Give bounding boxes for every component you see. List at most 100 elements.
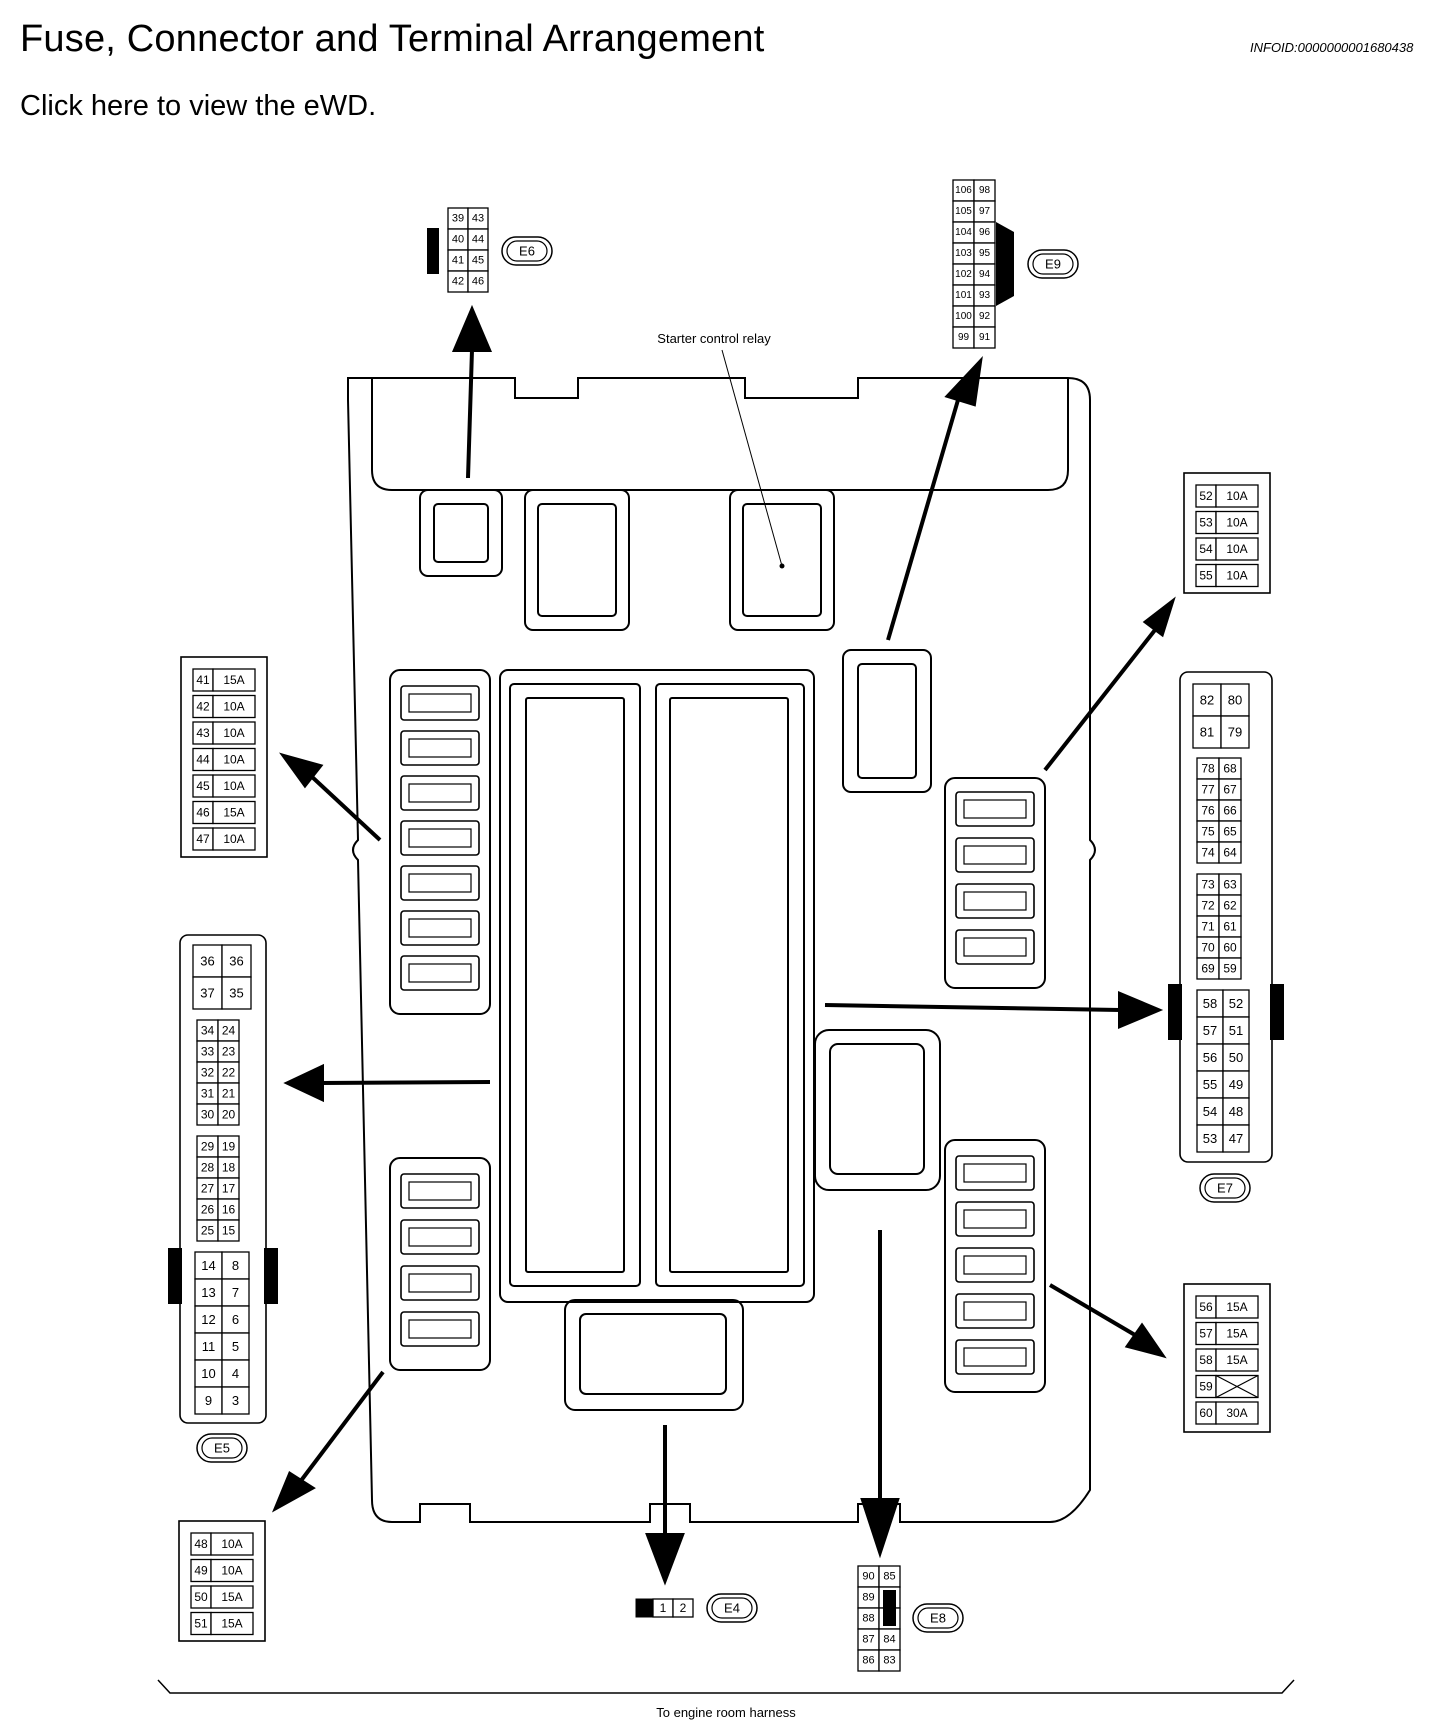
e7-pin-cell <box>1222 1097 1250 1126</box>
fuse-table-48-51-fuse-rating-cell <box>210 1611 254 1636</box>
e5-pin: 18 <box>222 1161 236 1175</box>
e9-pin: 101 <box>955 290 972 301</box>
e7-id: E7 <box>1217 1181 1233 1196</box>
fuse-table-48-51-fuse-number: 49 <box>194 1564 208 1578</box>
e7-pin: 51 <box>1229 1023 1243 1038</box>
e5-pin: 20 <box>222 1108 236 1122</box>
fuse-table-41-47-fuse-rating: 10A <box>223 779 244 793</box>
e7-pin-cell <box>1220 715 1250 749</box>
fuse-slot <box>955 1155 1035 1191</box>
fuse-slot <box>955 1293 1035 1329</box>
fuse-table-41-47-fuse-rating-cell <box>212 721 256 745</box>
e9-pin: 97 <box>979 206 991 217</box>
fuse-table-41-47-fuse-rating-cell <box>212 827 256 851</box>
harness-brace <box>157 1679 1295 1694</box>
e9-pin: 103 <box>955 248 972 259</box>
fuse-table-41-47-fuse-rating: 10A <box>223 700 244 714</box>
fuse-slot-inner <box>963 845 1027 865</box>
fuse-slot-inner <box>408 828 472 848</box>
fuse-table-41-47-fuse-rating: 10A <box>223 726 244 740</box>
fuse-table-52-55-fuse-rating-cell <box>1215 510 1259 535</box>
arrow-head-fuse-52-55 <box>1142 596 1176 638</box>
e6-pin: 41 <box>452 255 464 267</box>
fuse-slot <box>955 1247 1035 1283</box>
fuse-table-52-55-fuse-rating: 10A <box>1226 516 1247 530</box>
fuse-slot-inner <box>408 963 472 983</box>
e6-pin: 44 <box>472 234 484 246</box>
ewd-link[interactable]: Click here to view the eWD. <box>20 90 377 122</box>
e7-pin: 68 <box>1223 762 1237 776</box>
fuse-slot-inner <box>963 1163 1027 1183</box>
fuse-table-52-55-fuse-rating-cell <box>1215 537 1259 561</box>
fuse-slot <box>400 1173 480 1209</box>
e7-pin: 79 <box>1228 725 1242 740</box>
e5-pin: 7 <box>232 1285 239 1300</box>
e5-pin: 36 <box>200 954 214 969</box>
e5-pin-cell <box>217 1103 240 1126</box>
e7-pin-cell <box>1222 1043 1250 1072</box>
e8-pin: 90 <box>862 1571 874 1583</box>
e7-pin: 64 <box>1223 846 1237 860</box>
fuse-table-56-60-fuse-rating: 15A <box>1226 1300 1247 1314</box>
e5-badge-inner <box>201 1437 243 1459</box>
page-title: Fuse, Connector and Terminal Arrangement <box>20 18 765 60</box>
e7-pin: 58 <box>1203 996 1217 1011</box>
fuse-slot-inner <box>963 1347 1027 1367</box>
e9-key <box>996 222 1014 306</box>
fuse-table-41-47-fuse-rating-cell <box>212 747 256 772</box>
e6-pin-cell <box>467 270 489 293</box>
e7-pin: 49 <box>1229 1077 1243 1092</box>
arrow-to-fuse-41-47 <box>308 773 382 842</box>
fuse-box-body <box>347 377 1096 1523</box>
e4-badge-outer <box>706 1593 758 1623</box>
fuse-table-41-47-fuse-rating-cell <box>212 694 256 719</box>
fuse-slot <box>955 883 1035 919</box>
arrow-head-e7 <box>1118 990 1164 1030</box>
fuse-table-56-60-fuse-rating-cell <box>1215 1348 1259 1372</box>
fuse-slot <box>400 910 480 946</box>
e7-pin: 81 <box>1200 725 1214 740</box>
e7-latch-left <box>1168 984 1182 1040</box>
fuse-table-41-47-fuse-rating-cell <box>212 774 256 798</box>
e9-pin: 104 <box>955 227 972 238</box>
fuse-table-48-51-fuse-number: 48 <box>194 1537 208 1551</box>
fuse-table-52-55-fuse-rating: 10A <box>1226 569 1247 583</box>
e5-pin: 33 <box>201 1045 215 1059</box>
e5-pin: 8 <box>232 1258 239 1273</box>
e7-pin-cell <box>1196 1043 1224 1072</box>
e7-pin: 63 <box>1223 878 1237 892</box>
fuse-slot-inner <box>963 1301 1027 1321</box>
e4-badge-inner <box>711 1597 753 1619</box>
e5-id: E5 <box>214 1441 230 1456</box>
e8-pin: 86 <box>862 1655 874 1667</box>
e5-pin: 12 <box>201 1312 215 1327</box>
e7-pin: 75 <box>1201 825 1215 839</box>
arrow-head-e6 <box>451 304 493 352</box>
e5-pin: 37 <box>200 986 214 1001</box>
fuse-slot-inner <box>963 891 1027 911</box>
e9-badge-outer <box>1027 249 1079 279</box>
e6-badge-outer <box>501 236 553 266</box>
fuse-slot <box>955 1339 1035 1375</box>
main-fuse-blocks <box>509 683 805 1287</box>
e5-pin: 9 <box>205 1393 212 1408</box>
e8-pin: 87 <box>862 1634 874 1646</box>
fuse-slot-inner <box>408 693 472 713</box>
fuse-table-56-60-fuse-number: 60 <box>1199 1406 1213 1420</box>
fuse-strip-left-upper <box>389 669 491 1015</box>
e7-pin: 67 <box>1223 783 1237 797</box>
e5-pin: 15 <box>222 1224 236 1238</box>
e7-pin: 48 <box>1229 1104 1243 1119</box>
e6-badge-inner <box>506 240 548 262</box>
fuse-slot <box>400 775 480 811</box>
e9-pin: 98 <box>979 185 991 196</box>
e4-id: E4 <box>724 1601 740 1616</box>
e8-pin: 84 <box>883 1634 895 1646</box>
fuse-table-52-55-fuse-rating: 10A <box>1226 542 1247 556</box>
e5-pin-cell <box>221 976 252 1010</box>
e7-pin: 76 <box>1201 804 1215 818</box>
